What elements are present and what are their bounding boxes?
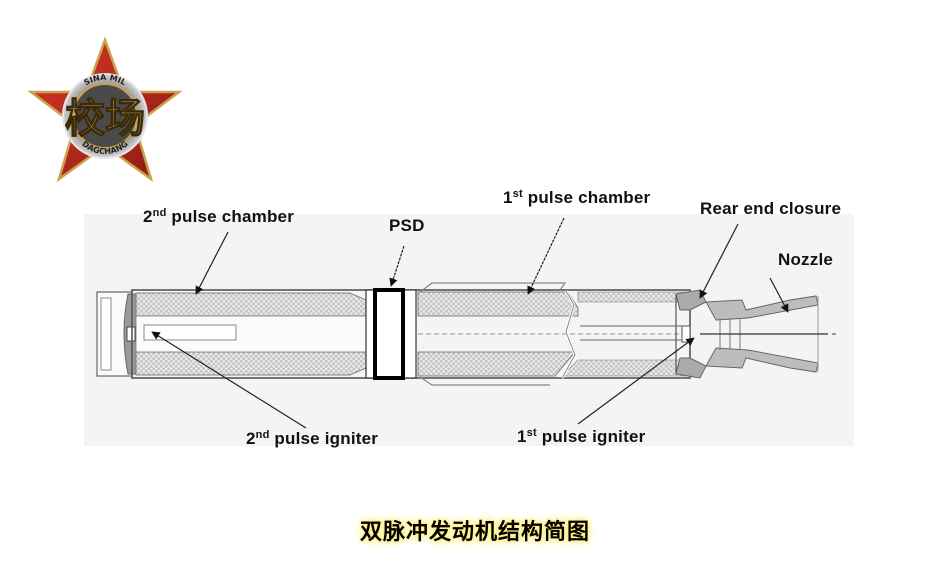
nozzle (700, 295, 836, 373)
pulse-separation-device (365, 288, 417, 380)
arrow-first-chamber (527, 217, 565, 295)
front-end-cap (96, 291, 139, 377)
arrow-second-chamber (195, 231, 229, 295)
label-first-pulse-chamber: 1st pulse chamber (503, 188, 651, 207)
first-pulse-grain (417, 282, 691, 386)
second-igniter-tube (143, 324, 237, 341)
logo-ring-top-text: SINA MIL (82, 73, 127, 87)
logo-text: 校场 (65, 95, 145, 142)
label-rear-end-closure: Rear end closure (700, 199, 842, 218)
second-pulse-grain (135, 292, 367, 376)
label-nozzle: Nozzle (778, 250, 834, 269)
label-second-pulse-igniter: 2nd pulse igniter (246, 429, 379, 448)
label-second-pulse-chamber: 2nd pulse chamber (143, 207, 295, 226)
arrow-rear-closure (699, 223, 739, 299)
label-first-pulse-igniter: 1st pulse igniter (517, 427, 646, 446)
arrow-first-igniter (577, 337, 695, 425)
label-psd: PSD (389, 216, 425, 235)
site-logo: SINA MIL DAGCHANG 校场 (27, 36, 183, 183)
svg-text:SINA MIL: SINA MIL (82, 73, 127, 87)
diagram-caption: 双脉冲发动机结构简图 (360, 520, 591, 545)
arrow-second-igniter (151, 331, 307, 429)
arrow-psd (389, 245, 405, 287)
arrow-nozzle (769, 277, 789, 313)
